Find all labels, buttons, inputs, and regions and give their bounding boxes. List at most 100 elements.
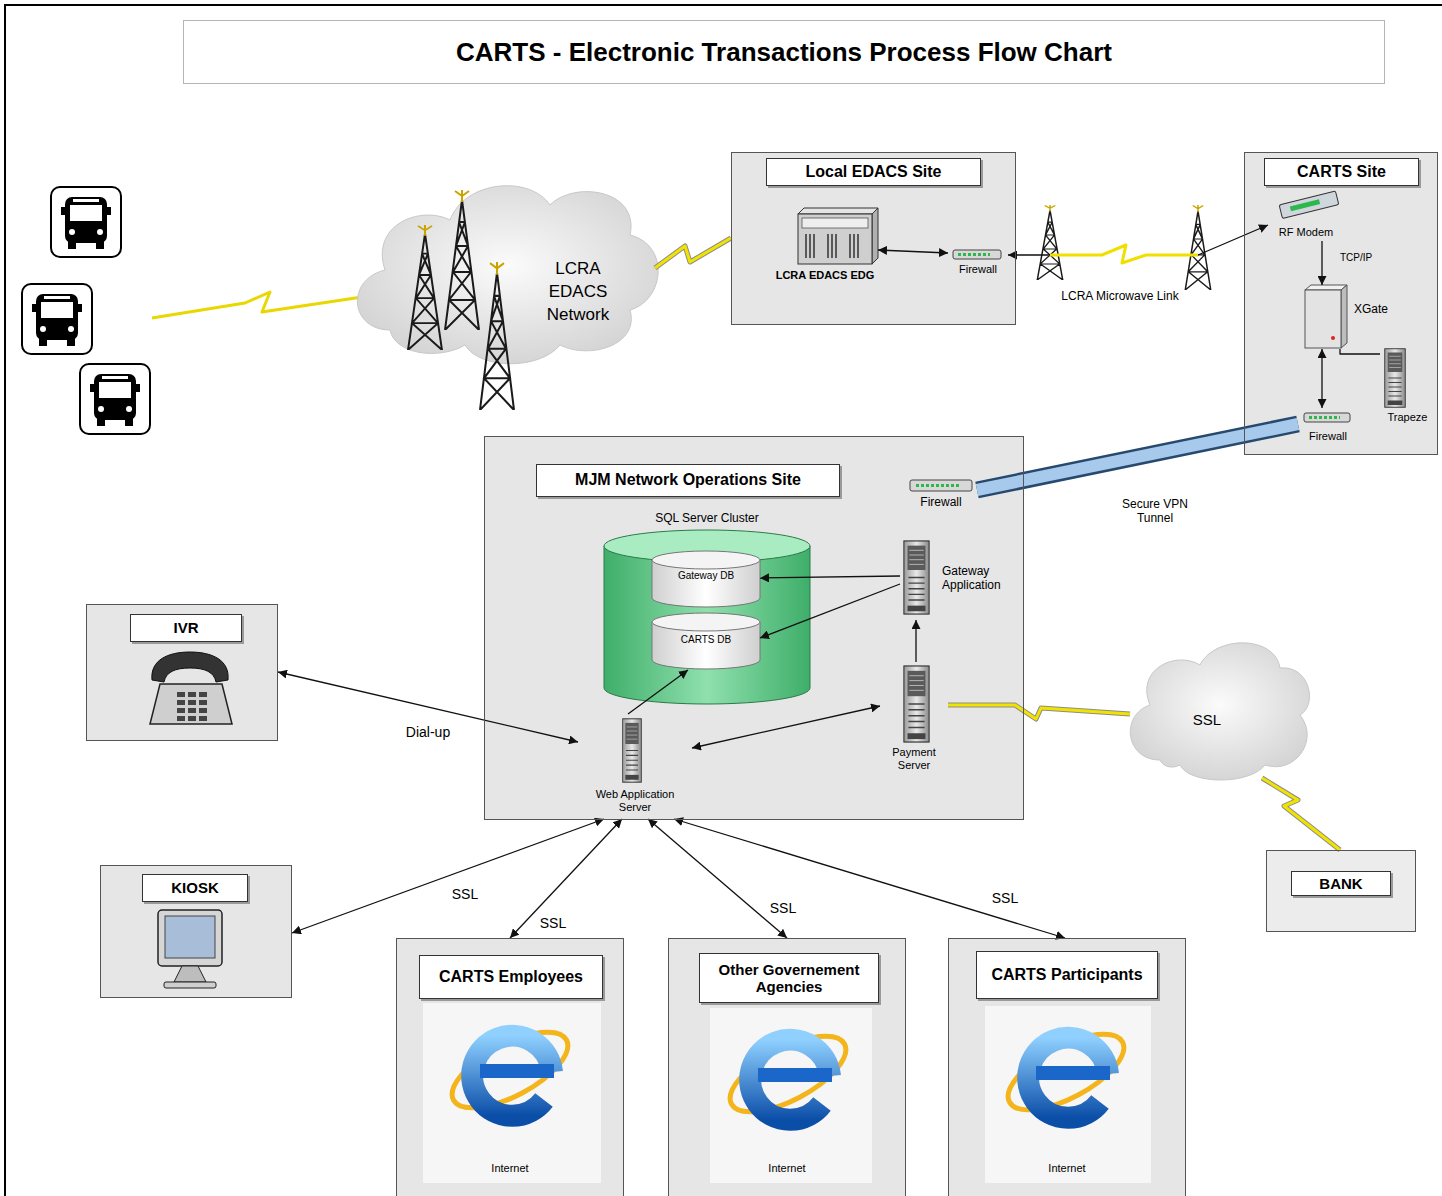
box-heading: IVR [130,614,242,642]
firewall-icon [910,480,972,491]
gateway-node: XGate [1302,285,1398,349]
firewall-icon [916,484,960,487]
database-cylinder: CARTS DB [652,612,760,670]
box-heading: KIOSK [142,874,248,902]
modem-node: RF Modem [1268,194,1344,241]
radio-bolt [948,705,1130,719]
diagram-title: CARTS - Electronic Transactions Process … [183,20,1385,84]
connector [1322,349,1323,408]
connector-line [648,819,787,938]
server-icon [904,541,929,614]
connector-label: SSL [767,900,799,916]
ssl-cloud-shape [1130,643,1309,780]
box-fill [731,152,1016,325]
radio-bolt [1262,778,1340,850]
bus-icon [80,364,150,434]
rf-modem-icon [1279,191,1339,219]
database-cylinder-shape [652,551,760,569]
radio-tower [1185,205,1211,290]
edg-rack-icon [806,234,858,258]
connector-line [292,819,604,933]
connector-label: Dial-up [403,724,453,740]
site-box: Local EDACS SiteLCRA EDACS EDGFirewall [731,152,1016,325]
box-heading: Other Governement Agencies [699,953,879,1003]
connector-line [278,672,578,742]
firewall-icon [1304,413,1350,422]
site-box: CARTS SiteRF ModemXGateTrapezeFirewall [1244,152,1438,455]
database-cluster: SQL Server ClusterGateway DB CARTS DB [600,508,814,706]
connector-line [760,584,900,638]
server-icon [1385,349,1406,408]
firewall-icon [953,250,1001,259]
connector-label: TCP/IP [1337,252,1375,264]
connector [878,250,948,253]
connector-line [692,706,880,748]
browser-panel [423,1003,1151,1183]
connector-label: SSL [449,886,481,902]
server-node: Payment Server [880,662,948,774]
network-cloud: LCRA EDACS Network [350,178,655,410]
server-node: Gateway Application [900,538,1012,620]
telephone-icon [152,652,228,682]
connector [628,670,688,714]
node-label: Firewall [905,496,977,510]
connector [760,584,900,638]
connector-line [1340,349,1380,354]
connector [510,819,622,938]
node-label: LCRA EDACS Network [533,258,623,327]
connector [692,706,880,748]
radio-bolt [1262,778,1340,850]
connector [278,672,578,742]
browser-panel [985,1006,1151,1183]
page-frame [5,5,1442,1196]
database-cylinder-shape [604,546,810,704]
box-fill [100,865,292,998]
firewall-icon [1309,416,1340,419]
connector [674,819,1065,938]
server-icon [904,666,929,742]
rf-modem-icon [1279,191,1339,219]
node-label: SSL [1177,711,1237,728]
box-fill [668,938,906,1196]
box-fill [948,938,1186,1196]
radio-tower [408,225,442,350]
box-heading: BANK [1291,871,1391,896]
edg-rack-icon [798,208,878,264]
box-heading: CARTS Site [1264,158,1419,186]
radio-bolt-outline [948,705,1130,719]
browser-panel [423,1003,601,1183]
node-label: SQL Server Cluster [600,512,814,526]
bus-icon [51,187,121,257]
radio-tower [480,262,514,410]
firewall-node: Firewall [1298,408,1358,444]
browser-logo [441,1017,578,1123]
node-label: Firewall [948,263,1008,276]
node-label: XGate [1354,303,1398,317]
node-label: Payment Server [880,746,948,771]
connector-label: SSL [537,915,569,931]
node-label: RF Modem [1268,226,1344,239]
telephone-icon [150,684,232,724]
kiosk-monitor-icon [158,910,222,988]
firewall-node: Firewall [948,246,1008,278]
bus-icon [22,187,150,434]
telephone-icon [177,692,207,721]
box-heading: MJM Network Operations Site [536,464,840,497]
node-label: Gateway DB [676,570,736,582]
kiosk-monitor-icon [164,982,216,988]
box-heading: Local EDACS Site [766,158,981,186]
connector [1322,241,1323,285]
vpn-tunnel [977,424,1298,490]
vpn-tunnel-outline [977,424,1298,490]
connector [916,620,917,662]
kiosk-monitor-icon [165,916,215,958]
box-fill [86,152,1438,1196]
site-box: MJM Network Operations SiteSQL Server Cl… [484,436,1024,820]
user-group-box: CARTS ParticipantsInternet [948,938,1186,1196]
radio-tower [445,190,479,330]
connector-line [674,819,1065,938]
node-label: Web Application Server [578,788,692,813]
radio-bolt-outline [655,238,731,268]
connector [760,576,900,578]
